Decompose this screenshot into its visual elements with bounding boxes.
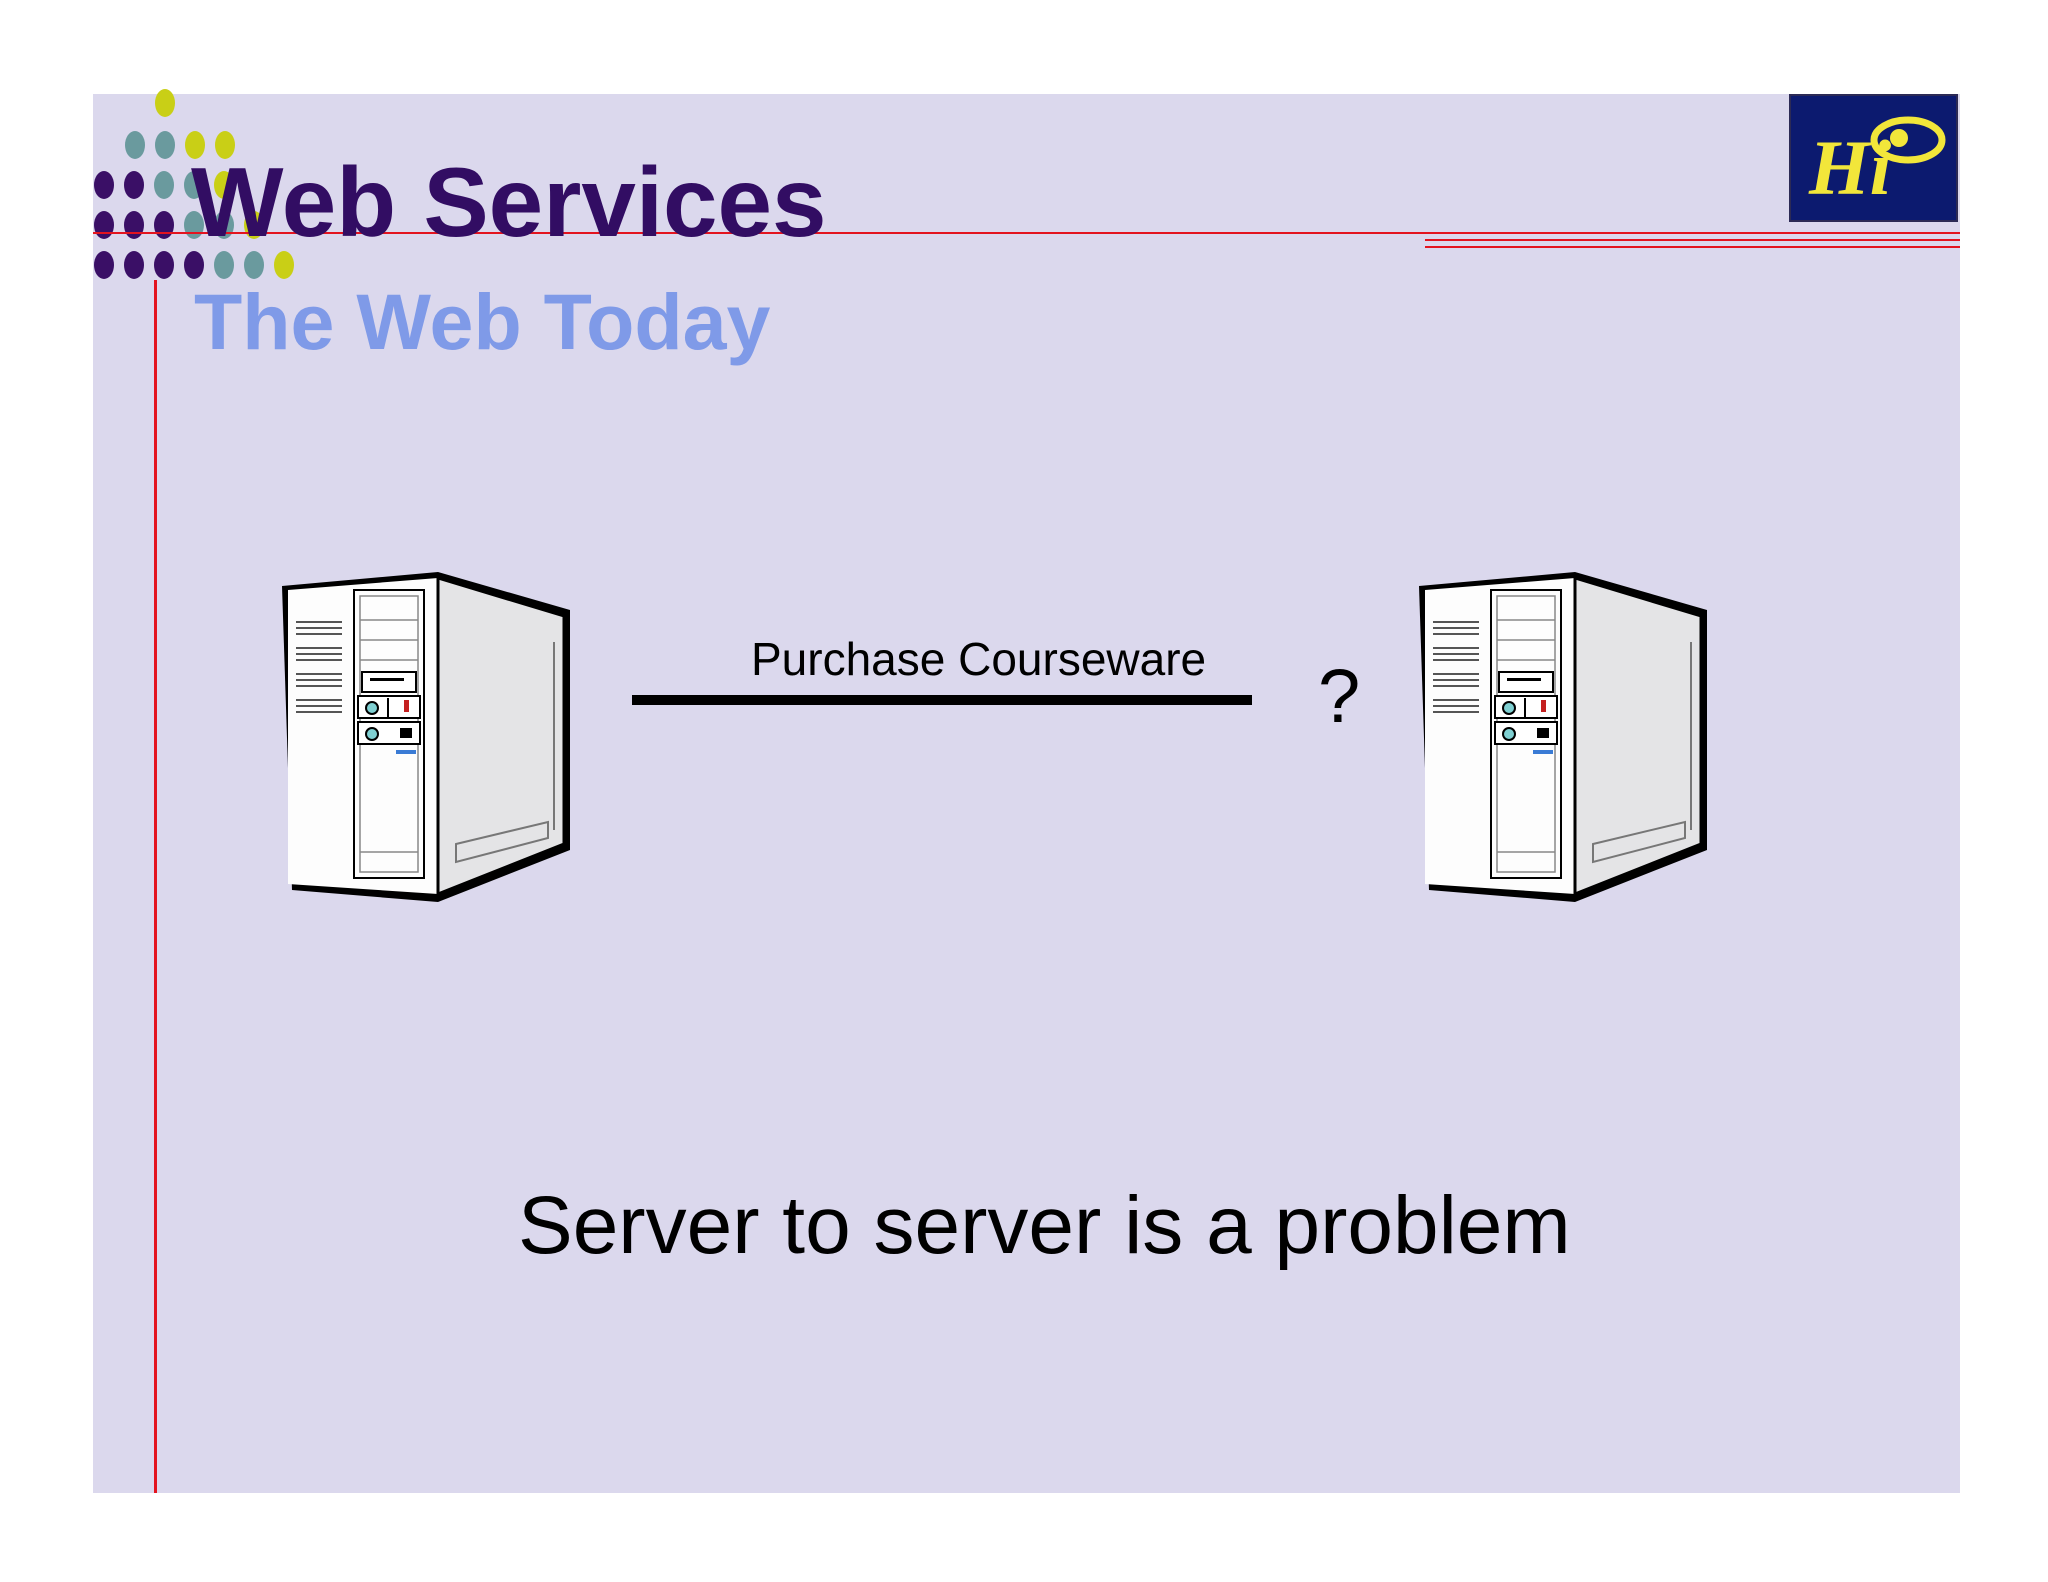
server-right [1415,572,1707,910]
hi-logo-icon: Hi [1789,94,1958,222]
svg-text:Hi: Hi [1808,124,1892,211]
connection-line [632,695,1252,705]
server-icon [1419,572,1707,902]
slide-subtitle: The Web Today [194,277,771,366]
connection-label: Purchase Courseware [751,633,1207,685]
accent-line-top [93,232,1960,234]
diagram-caption: Server to server is a problem [518,1180,1571,1271]
accent-vertical-line [154,280,157,1493]
unknown-mark: ? [1318,654,1361,739]
server-left [278,572,570,910]
slide-title: Web Services [191,147,827,257]
accent-line-bottom [1425,246,1960,248]
accent-line-middle [1425,239,1960,241]
server-icon [282,572,570,902]
